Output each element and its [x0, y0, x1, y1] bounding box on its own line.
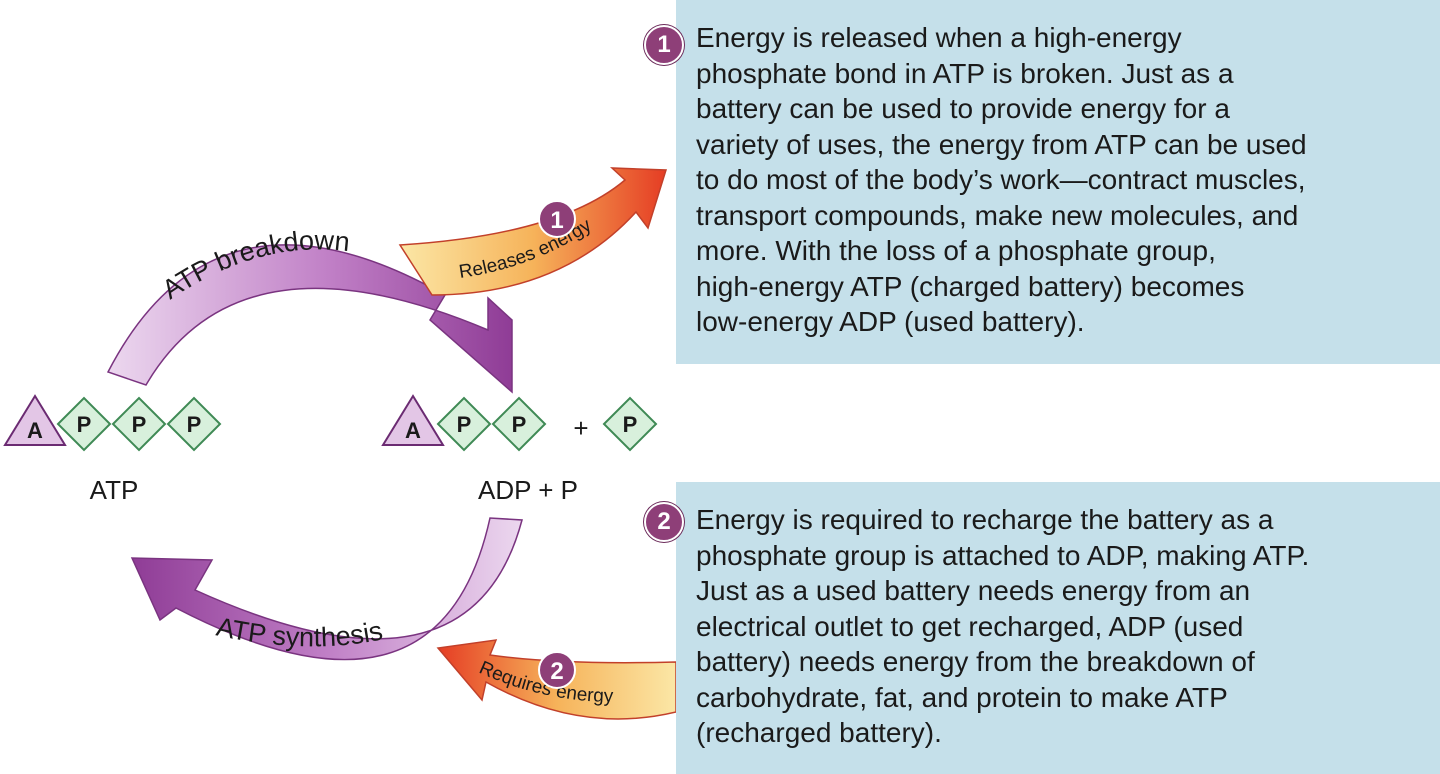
phosphate-letter: P [623, 412, 638, 437]
phosphate-letter: P [512, 412, 527, 437]
energy-release-panel: Energy is released when a high-energy ph… [676, 0, 1440, 364]
phosphate-letter: P [187, 412, 202, 437]
energy-required-text: Energy is required to recharge the batte… [696, 504, 1310, 748]
phosphate-letter: P [77, 412, 92, 437]
phosphate-diamond [436, 396, 492, 452]
atp-synthesis-arrow [130, 517, 523, 661]
phosphate-diamond [166, 396, 222, 452]
energy-release-text: Energy is released when a high-energy ph… [696, 22, 1307, 337]
atp-label: ATP [90, 475, 139, 505]
phosphate-diamond [56, 396, 112, 452]
adenosine-letter: A [405, 418, 421, 443]
phosphate-letter: P [457, 412, 472, 437]
atp-synthesis-label: ATP synthesis [214, 612, 385, 653]
free-phosphate: P [602, 396, 658, 452]
adenosine-letter: A [27, 418, 43, 443]
plus-sign: + [573, 413, 588, 443]
step-1-badge-circle [538, 200, 576, 238]
step-2-badge-number: 2 [550, 658, 563, 685]
adp-label: ADP + P [478, 475, 578, 505]
step-2-panel-badge: 2 [644, 502, 684, 542]
atp-molecule: A P P P [3, 394, 222, 452]
adenosine-triangle [381, 394, 445, 446]
phosphate-diamond [602, 396, 658, 452]
phosphate-diamond [491, 396, 547, 452]
adp-molecule: A P P [381, 394, 547, 452]
step-1-badge-number: 1 [550, 207, 563, 234]
releases-energy-arrow [398, 167, 668, 296]
step-2-badge-circle [538, 651, 576, 689]
atp-cycle-diagram: ATP breakdown Releases energy 1 ATP synt… [3, 167, 676, 720]
phosphate-diamond [111, 396, 167, 452]
phosphate-letter: P [132, 412, 147, 437]
atp-breakdown-arrow [106, 244, 513, 394]
energy-required-panel: Energy is required to recharge the batte… [676, 482, 1440, 774]
step-1-panel-badge: 1 [644, 25, 684, 65]
adenosine-triangle [3, 394, 67, 446]
